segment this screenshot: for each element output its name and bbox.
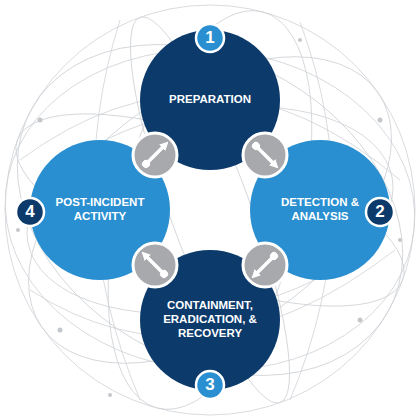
arrow-disc (133, 243, 177, 287)
phase-title: CONTAINMENT, ERADICATION, & RECOVERY (160, 299, 260, 340)
globe-dot (358, 318, 363, 323)
globe-dot (38, 118, 43, 123)
circle-fill (140, 250, 280, 390)
phase-circle: POST-INCIDENT ACTIVITY (30, 140, 170, 280)
cycle-arrow (256, 146, 274, 164)
phase-title: POST-INCIDENT ACTIVITY (53, 196, 148, 224)
arrow-disc (243, 243, 287, 287)
globe-dot (298, 38, 302, 42)
badge-disc (196, 371, 224, 399)
globe-outline (5, 5, 415, 415)
circle-fill (250, 140, 390, 280)
badge-disc (196, 24, 224, 52)
step-number: 3 (196, 371, 224, 399)
cycle-arrow (146, 256, 164, 274)
globe-dot (108, 393, 112, 397)
step-number: 1 (196, 24, 224, 52)
phase-circle: DETECTION & ANALYSIS (250, 140, 390, 280)
cycle-arrow (256, 256, 274, 274)
arrow-disc (133, 133, 177, 177)
circle-fill (30, 140, 170, 280)
globe-dot (398, 238, 402, 242)
arrow-disc (243, 133, 287, 177)
globe-dot (378, 118, 383, 123)
globe-dot (58, 328, 63, 333)
cycle-arrow (146, 146, 164, 164)
circle-fill (140, 30, 280, 170)
step-number: 4 (16, 198, 44, 226)
phase-title: PREPARATION (155, 93, 265, 107)
badge-disc (16, 198, 44, 226)
phase-circle: CONTAINMENT, ERADICATION, & RECOVERY (140, 250, 280, 390)
badge-disc (366, 198, 394, 226)
step-number: 2 (366, 198, 394, 226)
globe-dot (16, 228, 20, 232)
phase-title: DETECTION & ANALYSIS (280, 196, 360, 224)
phase-circle: PREPARATION (140, 30, 280, 170)
